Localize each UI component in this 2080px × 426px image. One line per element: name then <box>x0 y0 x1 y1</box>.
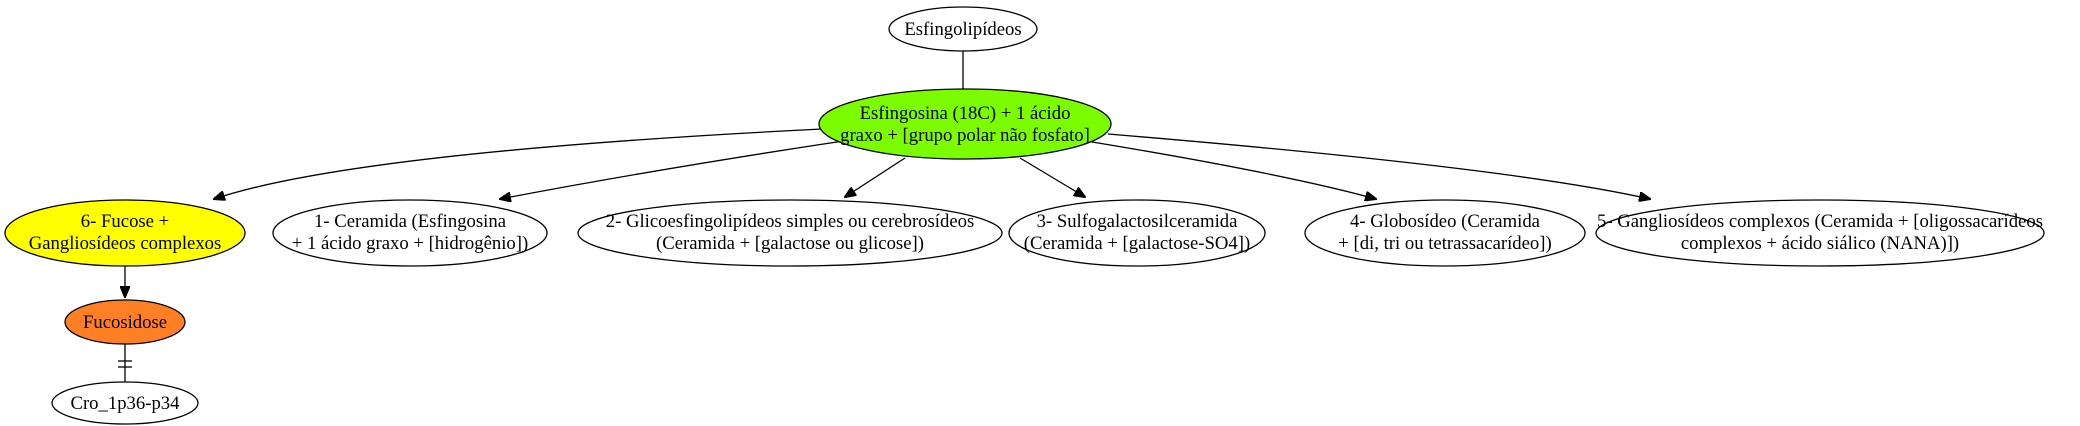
node-fucose-line-1: 6- Fucose + <box>81 211 169 232</box>
node-ceramida-line-2: + 1 ácido graxo + [hidrogênio]) <box>292 233 528 254</box>
node-cro-shape <box>51 381 199 425</box>
edge-esfingosina-gangliosideos <box>1107 133 1650 199</box>
node-globosideo-line-1: 4- Globosídeo (Ceramida <box>1350 211 1541 232</box>
node-ceramida: 1- Ceramida (Esfingosina + 1 ácido graxo… <box>272 199 548 267</box>
edge-esfingosina-ceramida <box>500 139 851 199</box>
node-esfingosina-line-1: Esfingosina (18C) + 1 ácido <box>860 103 1071 124</box>
node-fucosidose-label: Fucosidose <box>83 312 167 333</box>
node-cro: Cro_1p36-p34 <box>51 381 199 425</box>
node-fucosidose: Fucosidose <box>64 299 186 345</box>
node-globosideo: 4- Globosídeo (Ceramida + [di, tri ou te… <box>1304 199 1586 267</box>
node-gangliosideos: 5- Gangliosídeos complexos (Ceramida + [… <box>1595 199 2045 267</box>
node-cro-label: Cro_1p36-p34 <box>70 393 180 414</box>
node-sulfogalacto-line-1: 3- Sulfogalactosilceramida <box>1037 211 1239 232</box>
node-sulfogalacto: 3- Sulfogalactosilceramida (Ceramida + [… <box>1008 199 1266 267</box>
node-sulfogalacto-line-2: (Ceramida + [galactose-SO4]) <box>1024 233 1250 254</box>
node-ceramida-line-1: 1- Ceramida (Esfingosina <box>314 211 507 232</box>
edges <box>118 51 1650 382</box>
node-fucose-shape <box>4 199 246 267</box>
node-fucosidose-shape <box>64 299 186 345</box>
node-gangliosideos-line-2: complexos + ácido siálico (NANA)]) <box>1681 233 1959 254</box>
node-root-shape <box>888 6 1038 52</box>
node-fucose: 6- Fucose + Gangliosídeos complexos <box>4 199 246 267</box>
node-glicoesfingo-line-1: 2- Glicoesfingolipídeos simples ou cereb… <box>606 211 975 232</box>
node-root: Esfingolipídeos <box>888 6 1038 52</box>
edge-esfingosina-sulfogalacto <box>1019 157 1085 197</box>
node-glicoesfingo: 2- Glicoesfingolipídeos simples ou cereb… <box>577 199 1003 267</box>
node-gangliosideos-line-1: 5- Gangliosídeos complexos (Ceramida + [… <box>1597 211 2043 232</box>
node-glicoesfingo-shape <box>577 199 1003 267</box>
node-ceramida-shape <box>272 199 548 267</box>
node-esfingosina-shape <box>818 88 1112 160</box>
edge-esfingosina-globosideo <box>1079 139 1376 199</box>
edge-esfingosina-glicoesfingo <box>845 157 906 197</box>
node-esfingosina: Esfingosina (18C) + 1 ácido graxo + [gru… <box>818 88 1112 160</box>
node-sulfogalacto-shape <box>1008 199 1266 267</box>
node-glicoesfingo-line-2: (Ceramida + [galactose ou glicose]) <box>656 233 924 254</box>
node-root-label: Esfingolipídeos <box>904 19 1021 40</box>
edge-esfingosina-fucose <box>214 128 823 199</box>
node-globosideo-line-2: + [di, tri ou tetrassacarídeo]) <box>1338 233 1551 254</box>
node-fucose-line-2: Gangliosídeos complexos <box>29 233 222 254</box>
node-gangliosideos-shape <box>1595 199 2045 267</box>
node-esfingosina-line-2: graxo + [grupo polar não fosfato] <box>840 125 1090 146</box>
node-globosideo-shape <box>1304 199 1586 267</box>
